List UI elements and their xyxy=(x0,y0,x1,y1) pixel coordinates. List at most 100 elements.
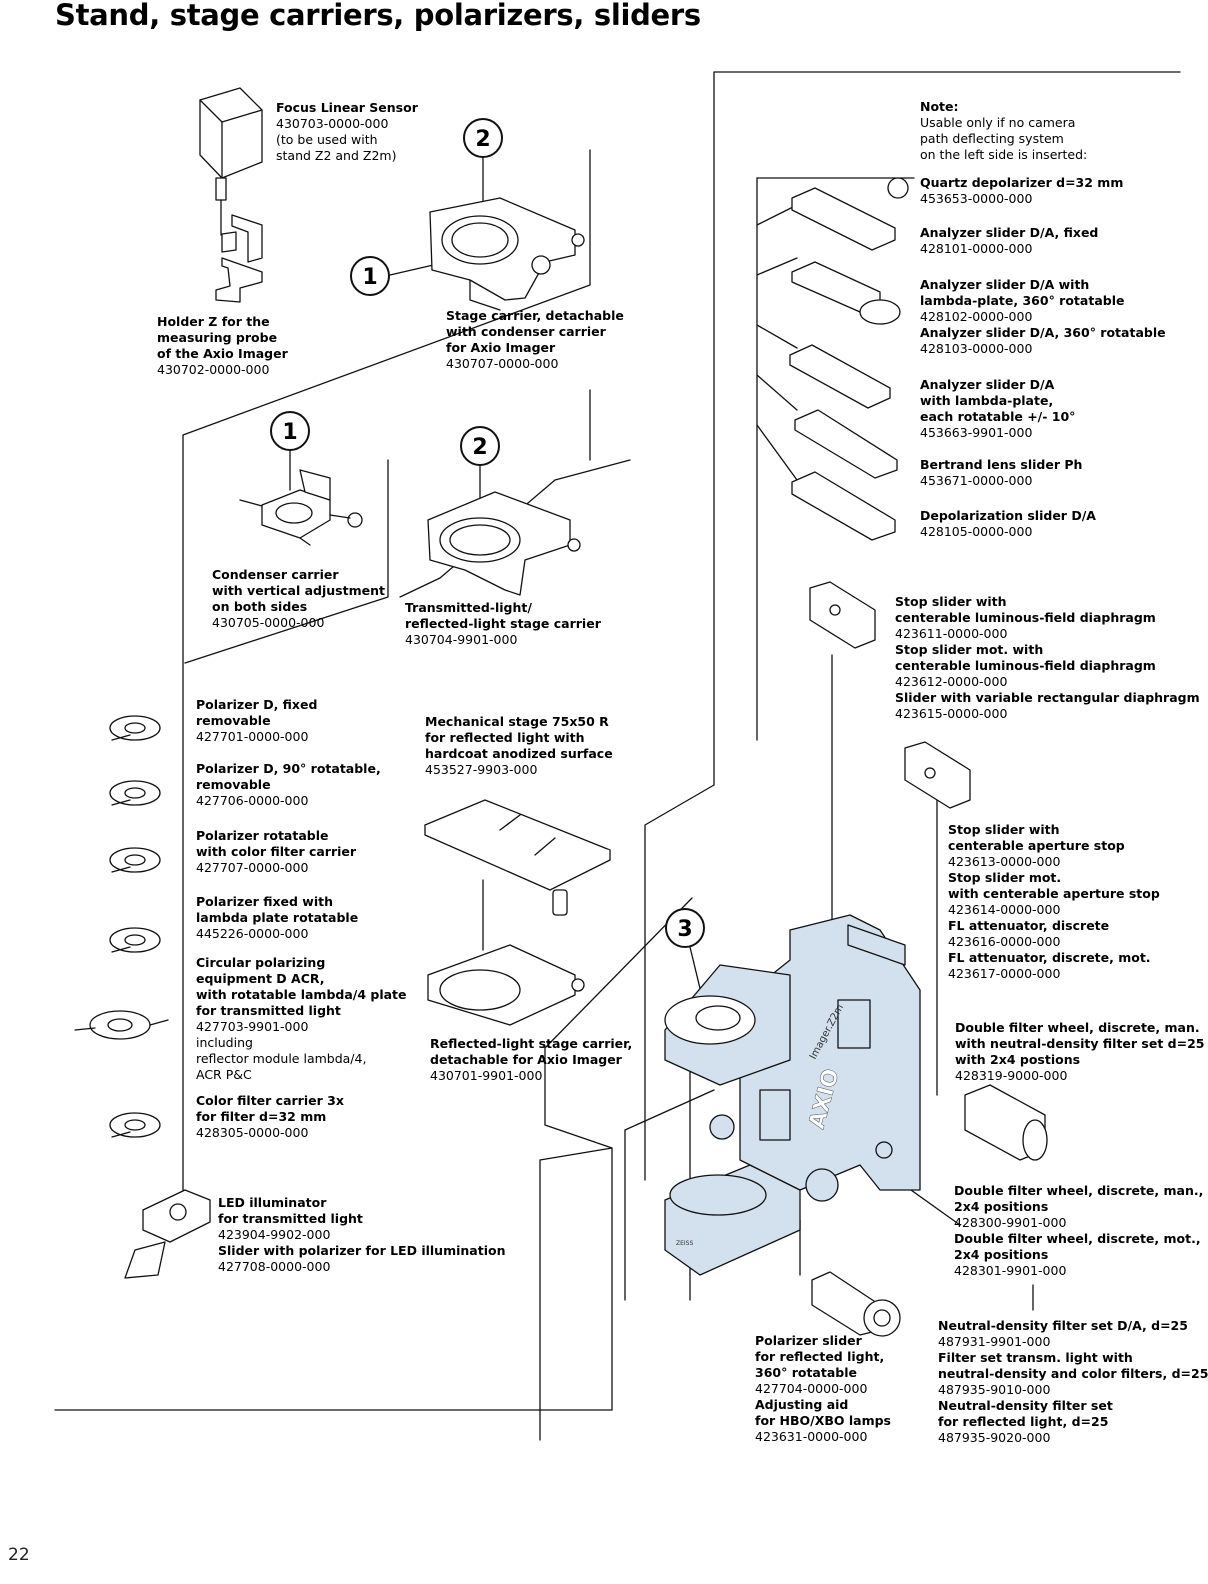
label-title-line: Slider with variable rectangular diaphra… xyxy=(895,690,1200,705)
label-title-line: neutral-density and color filters, d=25 xyxy=(938,1366,1208,1381)
label-title-line: for reflected light, d=25 xyxy=(938,1414,1109,1429)
callout-2-top: 2 xyxy=(463,118,503,158)
label-title-line: centerable luminous-field diaphragm xyxy=(895,658,1156,673)
callout-3: 3 xyxy=(665,908,705,948)
label-title-line: with lambda-plate, xyxy=(920,393,1054,408)
label-title-line: Stop slider mot. with xyxy=(895,642,1044,657)
callout-number: 1 xyxy=(362,265,378,290)
label-detail-line: ACR P&C xyxy=(196,1067,252,1082)
label-title-line: 2x4 positions xyxy=(954,1199,1049,1214)
label-detail-line: Usable only if no camera xyxy=(920,115,1076,130)
label-title-line: Analyzer slider D/A, fixed xyxy=(920,225,1099,240)
label-title-line: Analyzer slider D/A, 360° rotatable xyxy=(920,325,1166,340)
label-detail-line: 427704-0000-000 xyxy=(755,1381,868,1396)
focus-linear-sensor-drawing xyxy=(199,87,263,303)
label-tl-rl-stage-carrier: Transmitted-light/reflected-light stage … xyxy=(405,600,601,648)
label-title-line: Adjusting aid xyxy=(755,1397,849,1412)
label-title-line: Quartz depolarizer d=32 mm xyxy=(920,175,1124,190)
polarizer-icons xyxy=(74,715,169,1138)
label-title-line: Slider with polarizer for LED illuminati… xyxy=(218,1243,506,1258)
label-title-line: Analyzer slider D/A xyxy=(920,377,1055,392)
label-title-line: hardcoat anodized surface xyxy=(425,746,613,761)
label-title-line: Neutral-density filter set xyxy=(938,1398,1113,1413)
label-title-line: Neutral-density filter set D/A, d=25 xyxy=(938,1318,1188,1333)
label-detail-line: 427708-0000-000 xyxy=(218,1259,331,1274)
label-double-filter-wheel-nd: Double filter wheel, discrete, man.with … xyxy=(955,1020,1205,1084)
analyzer-sliders xyxy=(789,177,909,541)
label-detail-line: 453671-0000-000 xyxy=(920,473,1033,488)
label-detail-line: 428305-0000-000 xyxy=(196,1125,309,1140)
page-number: 22 xyxy=(8,1545,30,1565)
stand-logo-text: ZEISS xyxy=(676,1240,693,1247)
label-detail-line: 428103-0000-000 xyxy=(920,341,1033,356)
label-detail-line: 427706-0000-000 xyxy=(196,793,309,808)
label-detail-line: 430703-0000-000 xyxy=(276,116,389,131)
label-title-line: Focus Linear Sensor xyxy=(276,100,418,115)
label-detail-line: 423617-0000-000 xyxy=(948,966,1061,981)
label-detail-line: 445226-0000-000 xyxy=(196,926,309,941)
label-title-line: for reflected light with xyxy=(425,730,585,745)
label-detail-line: 423904-9902-000 xyxy=(218,1227,331,1242)
label-title-line: 2x4 positions xyxy=(954,1247,1049,1262)
microscope-stand-drawing: Imager.Z2m AXIO ZEISS xyxy=(664,914,921,1276)
label-title-line: with condenser carrier xyxy=(446,324,606,339)
label-title-line: Stop slider mot. xyxy=(948,870,1062,885)
label-detail-line: 428105-0000-000 xyxy=(920,524,1033,539)
label-detail-line: reflector module lambda/4, xyxy=(196,1051,367,1066)
label-title-line: with 2x4 postions xyxy=(955,1052,1081,1067)
label-title-line: centerable luminous-field diaphragm xyxy=(895,610,1156,625)
label-title-line: Polarizer slider xyxy=(755,1333,862,1348)
tl-rl-stage-carrier-drawing xyxy=(427,491,581,596)
page-title: Stand, stage carriers, polarizers, slide… xyxy=(55,0,701,32)
label-detail-line: including xyxy=(196,1035,253,1050)
stage-carrier-top-drawing xyxy=(429,197,585,311)
label-detail-line: 423611-0000-000 xyxy=(895,626,1008,641)
label-detail-line: 487935-9020-000 xyxy=(938,1430,1051,1445)
label-title-line: Circular polarizing xyxy=(196,955,326,970)
label-title-line: LED illuminator xyxy=(218,1195,327,1210)
label-title-line: Stop slider with xyxy=(948,822,1060,837)
label-detail-line: 430707-0000-000 xyxy=(446,356,559,371)
label-title-line: with color filter carrier xyxy=(196,844,357,859)
label-title-line: Polarizer D, 90° rotatable, xyxy=(196,761,381,776)
label-title-line: Double filter wheel, discrete, mot., xyxy=(954,1231,1201,1246)
label-detail-line: 428301-9901-000 xyxy=(954,1263,1067,1278)
callout-number: 1 xyxy=(282,420,298,445)
label-double-filter-wheel: Double filter wheel, discrete, man.,2x4 … xyxy=(954,1183,1203,1279)
callout-number: 2 xyxy=(475,127,491,152)
label-title-line: removable xyxy=(196,777,271,792)
label-detail-line: 423616-0000-000 xyxy=(948,934,1061,949)
label-title-line: for reflected light, xyxy=(755,1349,885,1364)
label-title-line: Analyzer slider D/A with xyxy=(920,277,1090,292)
label-title-line: lambda-plate, 360° rotatable xyxy=(920,293,1125,308)
label-title-line: on both sides xyxy=(212,599,308,614)
led-illuminator-drawing xyxy=(124,1189,211,1279)
label-title-line: with neutral-density filter set d=25 xyxy=(955,1036,1205,1051)
label-detail-line: 453527-9903-000 xyxy=(425,762,538,777)
label-detail-line: 427701-0000-000 xyxy=(196,729,309,744)
label-detail-line: 487931-9901-000 xyxy=(938,1334,1051,1349)
condenser-carrier-drawing xyxy=(239,469,363,546)
label-detail-line: 427703-9901-000 xyxy=(196,1019,309,1034)
label-title-line: of the Axio Imager xyxy=(157,346,288,361)
label-title-line: Mechanical stage 75x50 R xyxy=(425,714,609,729)
label-title-line: Color filter carrier 3x xyxy=(196,1093,344,1108)
label-title-line: for transmitted light xyxy=(218,1211,363,1226)
label-title-line: Holder Z for the xyxy=(157,314,270,329)
label-title-line: Bertrand lens slider Ph xyxy=(920,457,1083,472)
